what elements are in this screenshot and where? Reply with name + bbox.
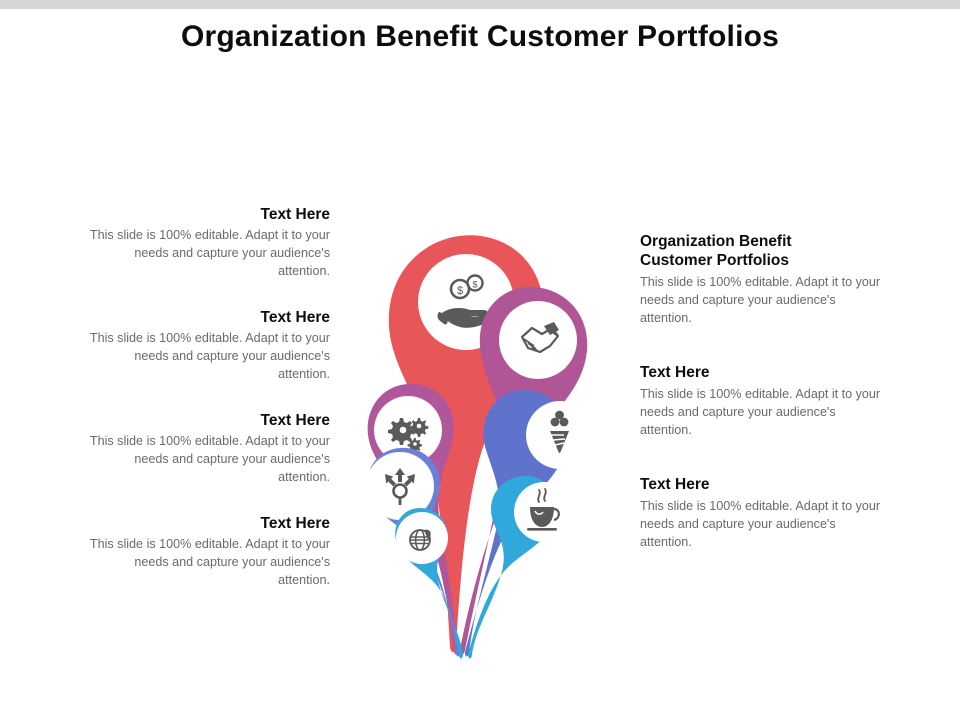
petal-globe[interactable] xyxy=(395,508,463,659)
page-title: Organization Benefit Customer Portfolios xyxy=(180,20,780,53)
left-text-block-2: Text Here This slide is 100% editable. A… xyxy=(85,308,330,384)
distribution-arrows-icon xyxy=(385,468,415,505)
left-block-3-body: This slide is 100% editable. Adapt it to… xyxy=(89,434,330,485)
right-text-block-1: Organization Benefit Customer Portfolios… xyxy=(640,232,890,327)
left-block-3-heading: Text Here xyxy=(260,412,331,429)
svg-text:$: $ xyxy=(457,285,463,297)
petal-circle-cyan-left xyxy=(396,512,448,564)
right-text-block-2: Text Here This slide is 100% editable. A… xyxy=(640,363,890,439)
right-block-1-heading: Organization Benefit Customer Portfolios xyxy=(640,233,792,270)
left-block-1-heading: Text Here xyxy=(260,206,331,223)
coffee-cup-icon xyxy=(527,488,560,531)
left-text-column: Text Here This slide is 100% editable. A… xyxy=(85,205,330,617)
right-block-1-body: This slide is 100% editable. Adapt it to… xyxy=(640,274,881,325)
right-block-3-heading: Text Here xyxy=(640,476,710,494)
petal-cluster-graphic: $ $ xyxy=(338,150,628,660)
left-block-1-body: This slide is 100% editable. Adapt it to… xyxy=(89,228,330,279)
left-text-block-4: Text Here This slide is 100% editable. A… xyxy=(85,514,330,590)
left-block-2-body: This slide is 100% editable. Adapt it to… xyxy=(89,331,330,382)
petal-distribution[interactable] xyxy=(366,447,460,657)
left-block-4-heading: Text Here xyxy=(260,515,331,532)
ice-cream-cone-icon xyxy=(550,410,569,453)
right-block-3-body: This slide is 100% editable. Adapt it to… xyxy=(640,498,881,549)
petal-handshake[interactable] xyxy=(460,286,588,655)
globe-icon xyxy=(409,529,431,551)
right-block-2-body: This slide is 100% editable. Adapt it to… xyxy=(640,386,881,437)
left-block-2-heading: Text Here xyxy=(260,309,331,326)
top-band xyxy=(0,0,960,9)
gears-icon xyxy=(388,418,429,453)
petal-shape-purple-right xyxy=(460,286,588,655)
handshake-icon xyxy=(520,322,560,354)
petal-coffee[interactable] xyxy=(468,476,574,659)
left-text-block-1: Text Here This slide is 100% editable. A… xyxy=(85,205,330,281)
svg-text:$: $ xyxy=(472,280,477,290)
left-block-4-body: This slide is 100% editable. Adapt it to… xyxy=(89,537,330,588)
right-text-block-3: Text Here This slide is 100% editable. A… xyxy=(640,475,890,551)
left-text-block-3: Text Here This slide is 100% editable. A… xyxy=(85,411,330,487)
petal-ice-cream[interactable] xyxy=(465,389,594,657)
right-block-2-heading: Text Here xyxy=(640,364,710,382)
petal-circle-blue-left xyxy=(366,452,434,520)
right-text-column: Organization Benefit Customer Portfolios… xyxy=(640,232,890,587)
